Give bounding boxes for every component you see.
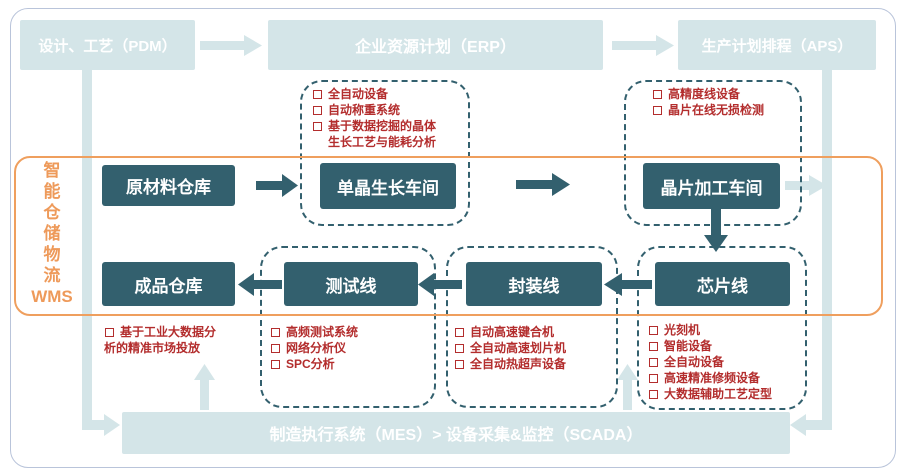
arrow-wafer-to-right	[785, 175, 827, 196]
list-item: 自动高速键合机	[454, 324, 566, 340]
arrow-mes-to-market	[194, 364, 215, 410]
crystal-group	[300, 80, 470, 226]
market-note-list: 基于工业大数据分	[104, 324, 216, 340]
erp-label: 企业资源计划（ERP）	[355, 39, 516, 56]
arrow-wafer-to-chip	[704, 209, 728, 252]
list-item: 高速精准修频设备	[648, 370, 772, 386]
wms-char: 仓	[43, 203, 61, 222]
finished-warehouse-label: 成品仓库	[134, 276, 203, 296]
outer-frame	[10, 8, 896, 468]
aps-label: 生产计划排程（APS）	[701, 37, 853, 55]
packaging-equipment-list: 自动高速键合机 全自动高速划片机 全自动热超声设备	[454, 324, 566, 372]
raw-warehouse-node: 原材料仓库	[102, 165, 235, 206]
pdm-box: 设计、工艺（PDM）	[20, 20, 195, 70]
mes-label: 制造执行系统（MES）> 设备采集&监控（SCADA）	[269, 427, 643, 444]
list-item: 全自动高速划片机	[454, 340, 566, 356]
list-item: 自动称重系统	[312, 102, 436, 118]
arrow-mes-to-chip	[617, 364, 638, 410]
list-item: 基于工业大数据分	[104, 324, 216, 340]
arrow-erp-to-aps	[612, 35, 674, 56]
list-item: 全自动设备	[648, 354, 772, 370]
wms-char: 储	[43, 224, 61, 243]
list-item: 全自动热超声设备	[454, 356, 566, 372]
raw-warehouse-label: 原材料仓库	[126, 178, 211, 197]
crystal-workshop-node: 单晶生长车间	[320, 163, 456, 209]
arrow-crystal-to-wafer	[516, 173, 570, 196]
mes-bar: 制造执行系统（MES）> 设备采集&监控（SCADA）	[122, 412, 790, 454]
crystal-list-continuation: 生长工艺与能耗分析	[328, 135, 437, 149]
packaging-group	[446, 246, 618, 408]
aps-box: 生产计划排程（APS）	[678, 20, 876, 70]
arrow-test-to-finished	[238, 273, 282, 296]
erp-box: 企业资源计划（ERP）	[268, 20, 603, 70]
arrow-pdm-to-mes	[82, 68, 120, 436]
packaging-line-label: 封装线	[508, 276, 560, 296]
list-item: SPC分析	[270, 356, 358, 372]
test-line-node: 测试线	[284, 262, 418, 306]
list-item: 基于数据挖掘的晶体	[312, 118, 436, 134]
list-item: 智能设备	[648, 338, 772, 354]
finished-warehouse-node: 成品仓库	[102, 262, 235, 306]
list-item: 高频测试系统	[270, 324, 358, 340]
wms-char: 能	[43, 182, 61, 201]
wafer-equipment-list: 高精度线设备 晶片在线无损检测	[652, 86, 764, 118]
list-item: 晶片在线无损检测	[652, 102, 764, 118]
wms-char: 流	[43, 266, 61, 285]
wafer-group	[624, 80, 802, 226]
list-item: 光刻机	[648, 322, 772, 338]
list-item: 大数据辅助工艺定型	[648, 386, 772, 402]
list-item: 高精度线设备	[652, 86, 764, 102]
pdm-label: 设计、工艺（PDM）	[38, 37, 177, 55]
wms-char: 物	[43, 245, 61, 264]
arrow-raw-to-crystal	[256, 174, 298, 197]
wafer-workshop-label: 晶片加工车间	[660, 178, 763, 198]
wms-char: 智	[43, 161, 61, 180]
chip-line-node: 芯片线	[655, 262, 790, 306]
market-note-continuation: 析的精准市场投放	[104, 341, 201, 355]
chip-line-label: 芯片线	[697, 276, 748, 296]
arrow-pdm-to-erp	[200, 35, 262, 56]
test-line-label: 测试线	[325, 276, 377, 296]
arrow-aps-to-mes	[790, 68, 832, 436]
test-equipment-list: 高频测试系统 网络分析仪 SPC分析	[270, 324, 358, 372]
list-item: 全自动设备	[312, 86, 436, 102]
wms-label: 智 能 仓 储 物 流 WMS	[20, 160, 84, 307]
list-item: 网络分析仪	[270, 340, 358, 356]
test-group	[260, 246, 436, 408]
crystal-workshop-label: 单晶生长车间	[337, 178, 439, 198]
wms-abbr: WMS	[31, 287, 73, 306]
crystal-equipment-list: 全自动设备 自动称重系统 基于数据挖掘的晶体	[312, 86, 436, 134]
wafer-workshop-node: 晶片加工车间	[643, 163, 780, 209]
chip-group	[637, 246, 807, 410]
chip-equipment-list: 光刻机 智能设备 全自动设备 高速精准修频设备 大数据辅助工艺定型	[648, 322, 772, 402]
packaging-line-node: 封装线	[466, 262, 602, 306]
wms-band	[14, 156, 883, 316]
